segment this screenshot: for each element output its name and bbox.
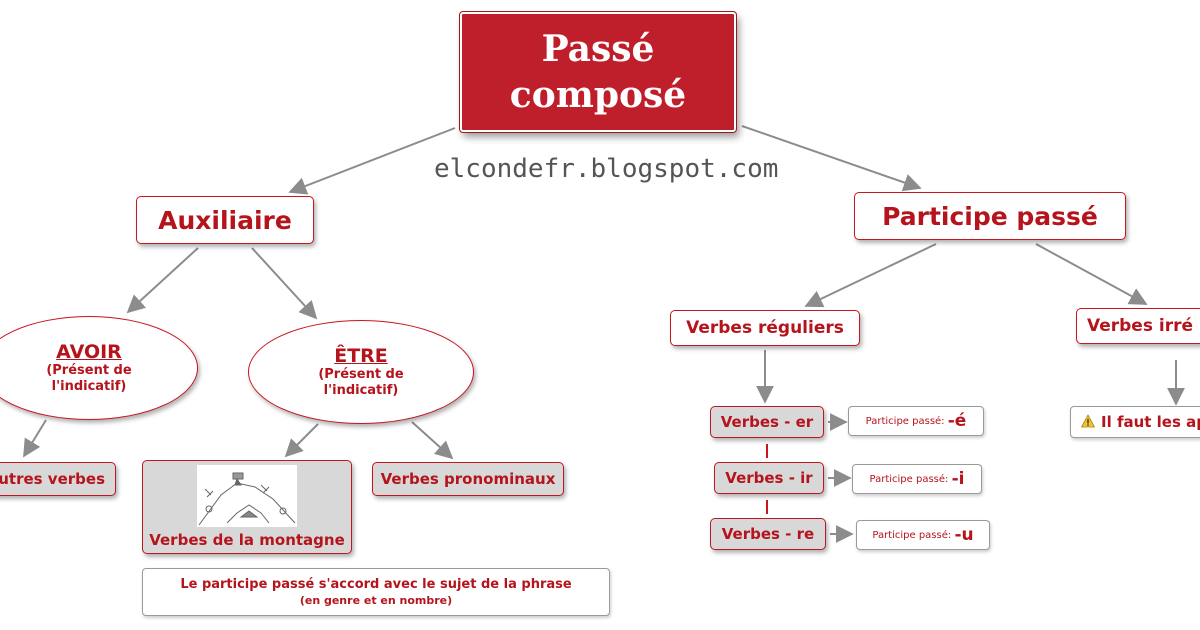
avoir-node: AVOIR (Présent de l'indicatif) (0, 316, 198, 420)
autres-verbes-node: utres verbes (0, 462, 116, 496)
arrow-avoir-autres (23, 419, 47, 458)
group-er-label: Verbes - er (720, 413, 814, 431)
watermark: elcondefr.blogspot.com (434, 154, 779, 184)
montagne-label: Verbes de la montagne (149, 531, 345, 549)
group-re-pp: Participe passé: -u (856, 520, 990, 550)
avoir-title: AVOIR (56, 341, 122, 363)
title-node: Passé composé (460, 12, 736, 132)
title-line-2: composé (509, 74, 687, 116)
autres-verbes-label: utres verbes (0, 470, 105, 488)
accord-note: Le participe passé s'accord avec le suje… (142, 568, 610, 616)
connector-tick-1 (766, 444, 768, 458)
group-er-ending: -é (947, 411, 967, 431)
pronominaux-label: Verbes pronominaux (380, 470, 556, 488)
arrow-title-auxiliaire (288, 127, 456, 195)
etre-node: ÊTRE (Présent de l'indicatif) (248, 320, 474, 424)
etre-title: ÊTRE (334, 345, 388, 367)
irreguliers-note: Il faut les ap (1070, 406, 1200, 438)
mountain-illustration (197, 465, 297, 527)
accord-note-sub: (en genre et en nombre) (299, 594, 453, 607)
irreguliers-node: Verbes irré (1076, 308, 1200, 344)
etre-sub-2: l'indicatif) (323, 383, 399, 398)
arrow-etre-pronominaux (411, 421, 454, 460)
group-re-ending: -u (954, 525, 974, 545)
arrow-etre-montagne (284, 423, 319, 458)
warning-icon (1081, 414, 1095, 428)
montagne-node: Verbes de la montagne (142, 460, 352, 554)
group-re-pp-label: Participe passé: (872, 529, 952, 541)
arrow-title-participe (741, 125, 922, 192)
connector-tick-2 (766, 500, 768, 514)
auxiliaire-label: Auxiliaire (158, 205, 292, 235)
group-ir-ending: -i (951, 469, 965, 489)
group-ir-pp-label: Participe passé: (869, 473, 949, 485)
title-line-1: Passé (541, 28, 655, 70)
participe-label: Participe passé (882, 201, 1098, 231)
group-er-pp: Participe passé: -é (848, 406, 984, 436)
reguliers-label: Verbes réguliers (686, 318, 844, 338)
reguliers-node: Verbes réguliers (670, 310, 860, 346)
group-ir-node: Verbes - ir (714, 462, 824, 494)
group-ir-pp: Participe passé: -i (852, 464, 982, 494)
participe-node: Participe passé (854, 192, 1126, 240)
irreguliers-note-label: Il faut les ap (1101, 413, 1200, 431)
arrow-participe-reguliers (804, 243, 937, 308)
group-er-node: Verbes - er (710, 406, 824, 438)
avoir-sub-2: l'indicatif) (51, 379, 127, 394)
arrow-participe-irreguliers (1035, 243, 1148, 305)
group-re-label: Verbes - re (721, 525, 815, 543)
accord-note-main: Le participe passé s'accord avec le suje… (180, 577, 572, 592)
avoir-sub-1: (Présent de (46, 363, 132, 378)
auxiliaire-node: Auxiliaire (136, 196, 314, 244)
arrow-aux-avoir (126, 247, 199, 314)
group-ir-label: Verbes - ir (725, 469, 813, 487)
irreguliers-label: Verbes irré (1087, 316, 1194, 336)
group-re-node: Verbes - re (710, 518, 826, 550)
group-er-pp-label: Participe passé: (865, 415, 945, 427)
etre-sub-1: (Présent de (318, 367, 404, 382)
arrow-aux-etre (251, 247, 318, 320)
pronominaux-node: Verbes pronominaux (372, 462, 564, 496)
